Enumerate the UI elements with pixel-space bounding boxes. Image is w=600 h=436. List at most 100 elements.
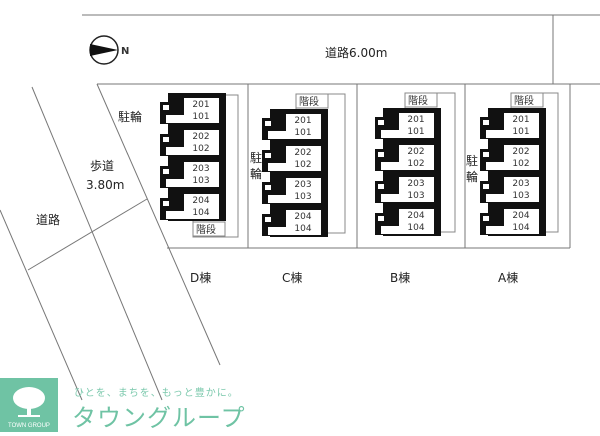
unit-number-lower: 102 <box>512 159 529 169</box>
wall-step <box>480 149 490 171</box>
unit-room <box>486 113 539 138</box>
wall-notch <box>163 201 169 206</box>
unit-number-lower: 104 <box>192 208 209 218</box>
unit-number-upper: 201 <box>512 115 529 125</box>
wall-step <box>160 198 170 220</box>
unit-room <box>486 209 539 234</box>
road-edge-left <box>0 209 83 401</box>
wall-notch <box>265 121 271 126</box>
unit-number-lower: 101 <box>512 127 529 137</box>
wall-notch <box>483 184 489 189</box>
unit-room <box>381 209 434 234</box>
compass-arrow-icon <box>90 44 118 56</box>
wall-step <box>480 213 490 235</box>
unit-number-lower: 103 <box>407 191 424 201</box>
unit-number-lower: 101 <box>294 128 311 138</box>
wall-step <box>262 214 272 236</box>
wall-notch <box>163 169 169 174</box>
road-top-label: 道路6.00m <box>325 45 387 60</box>
wall-notch <box>265 153 271 158</box>
unit-number-lower: 102 <box>407 159 424 169</box>
stairs-label: 階段 <box>408 94 428 107</box>
building-name: D棟 <box>190 270 211 285</box>
slogan: ひとを、まちを、もっと豊かに。 <box>74 388 239 399</box>
unit-number-lower: 103 <box>294 192 311 202</box>
unit-room <box>268 146 321 171</box>
unit-number-upper: 204 <box>407 211 424 221</box>
bike-parking-label: 輪 <box>466 169 478 184</box>
unit-number-lower: 102 <box>192 144 209 154</box>
stairs-box <box>510 92 544 108</box>
unit-number-lower: 101 <box>192 112 209 122</box>
wall-notch <box>378 120 384 125</box>
unit-room <box>268 114 321 139</box>
wall-notch <box>378 216 384 221</box>
unit-number-upper: 203 <box>294 180 311 190</box>
unit-number-upper: 201 <box>294 116 311 126</box>
wall-notch <box>163 105 169 110</box>
unit-number-upper: 204 <box>512 211 529 221</box>
wall-notch <box>378 184 384 189</box>
logo-text: TOWN GROUP <box>8 423 50 429</box>
wall-step <box>375 117 385 139</box>
road-left-label: 道路 <box>36 212 60 227</box>
wall-step <box>375 213 385 235</box>
stairs-label: 階段 <box>514 94 534 107</box>
unit-room <box>268 210 321 235</box>
bike-parking-label: 駐 <box>466 153 478 168</box>
unit-number-upper: 204 <box>192 196 209 206</box>
unit-number-upper: 202 <box>512 147 529 157</box>
unit-number-lower: 102 <box>294 160 311 170</box>
sidewalk-edge <box>31 86 163 401</box>
stairs-box <box>295 93 329 109</box>
logo: TOWN GROUP <box>0 378 58 432</box>
wall-notch <box>483 120 489 125</box>
unit-room <box>166 98 219 123</box>
wall-step <box>160 102 170 124</box>
unit-number-lower: 103 <box>512 191 529 201</box>
stairs-box <box>404 92 438 108</box>
wall-notch <box>163 137 169 142</box>
site-boundary-left <box>96 83 221 366</box>
stairs-box <box>192 221 226 237</box>
wall-notch <box>265 185 271 190</box>
wall-step <box>375 181 385 203</box>
unit-room <box>166 130 219 155</box>
site-lines <box>0 14 600 401</box>
stairs-label: 階段 <box>196 223 216 236</box>
sidewalk-dimension-line <box>27 198 148 271</box>
wall-step <box>160 134 170 156</box>
wall-step <box>375 149 385 171</box>
wall-step <box>262 182 272 204</box>
tree-icon <box>13 387 45 417</box>
unit-room <box>381 145 434 170</box>
unit-number-upper: 202 <box>407 147 424 157</box>
unit-number-upper: 203 <box>512 179 529 189</box>
unit-number-upper: 201 <box>407 115 424 125</box>
unit-number-upper: 203 <box>407 179 424 189</box>
wall-step <box>262 150 272 172</box>
stairs-label: 階段 <box>299 95 319 108</box>
building-name: A棟 <box>498 270 518 285</box>
unit-number-upper: 201 <box>192 100 209 110</box>
compass-label: N <box>121 46 129 57</box>
wall-notch <box>265 217 271 222</box>
unit-room <box>486 177 539 202</box>
building-name: C棟 <box>282 270 302 285</box>
unit-number-lower: 104 <box>407 223 424 233</box>
unit-number-lower: 103 <box>192 176 209 186</box>
unit-number-upper: 204 <box>294 212 311 222</box>
wall-step <box>160 166 170 188</box>
unit-number-upper: 202 <box>294 148 311 158</box>
wall-step <box>480 181 490 203</box>
unit-room <box>381 113 434 138</box>
brand-name: タウングループ <box>72 404 246 432</box>
unit-number-upper: 202 <box>192 132 209 142</box>
compass: N <box>89 35 129 65</box>
unit-number-lower: 104 <box>512 223 529 233</box>
